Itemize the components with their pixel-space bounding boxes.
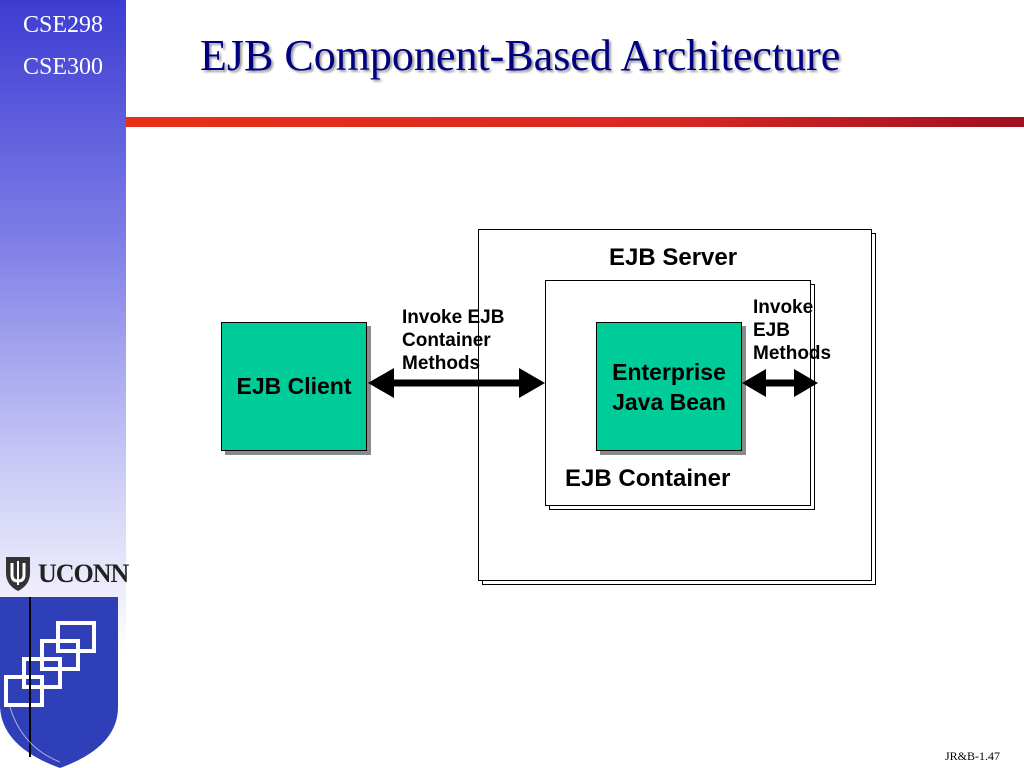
course-label-cse298: CSE298 [22, 12, 103, 38]
enterprise-java-bean-box: Enterprise Java Bean [596, 322, 742, 451]
ejb-client-box: EJB Client [221, 322, 367, 451]
enterprise-java-bean-label: Enterprise Java Bean [612, 357, 726, 417]
client-container-arrow [368, 368, 545, 398]
uconn-logo: UCONN [2, 553, 129, 593]
cse-department-seal-icon [0, 597, 118, 768]
bean-label-line1: Enterprise [612, 358, 726, 385]
invoke-container-methods-label: Invoke EJB Container Methods [402, 307, 505, 374]
course-label-cse300: CSE300 [22, 54, 103, 80]
bean-label-line2: Java Bean [612, 388, 726, 415]
uconn-crest-icon [6, 557, 30, 591]
slide-footer: JR&B-1.47 [944, 749, 1000, 763]
title-divider [126, 117, 1024, 127]
invoke-ejb-methods-label: Invoke EJB Methods [753, 297, 832, 364]
bean-methods-arrow [742, 369, 818, 397]
ejb-server-label: EJB Server [609, 244, 738, 271]
ejb-client-label: EJB Client [236, 373, 352, 399]
ejb-container-label: EJB Container [565, 465, 731, 492]
slide-title: EJB Component-Based Architecture [200, 31, 841, 80]
uconn-wordmark: UCONN [38, 559, 129, 588]
